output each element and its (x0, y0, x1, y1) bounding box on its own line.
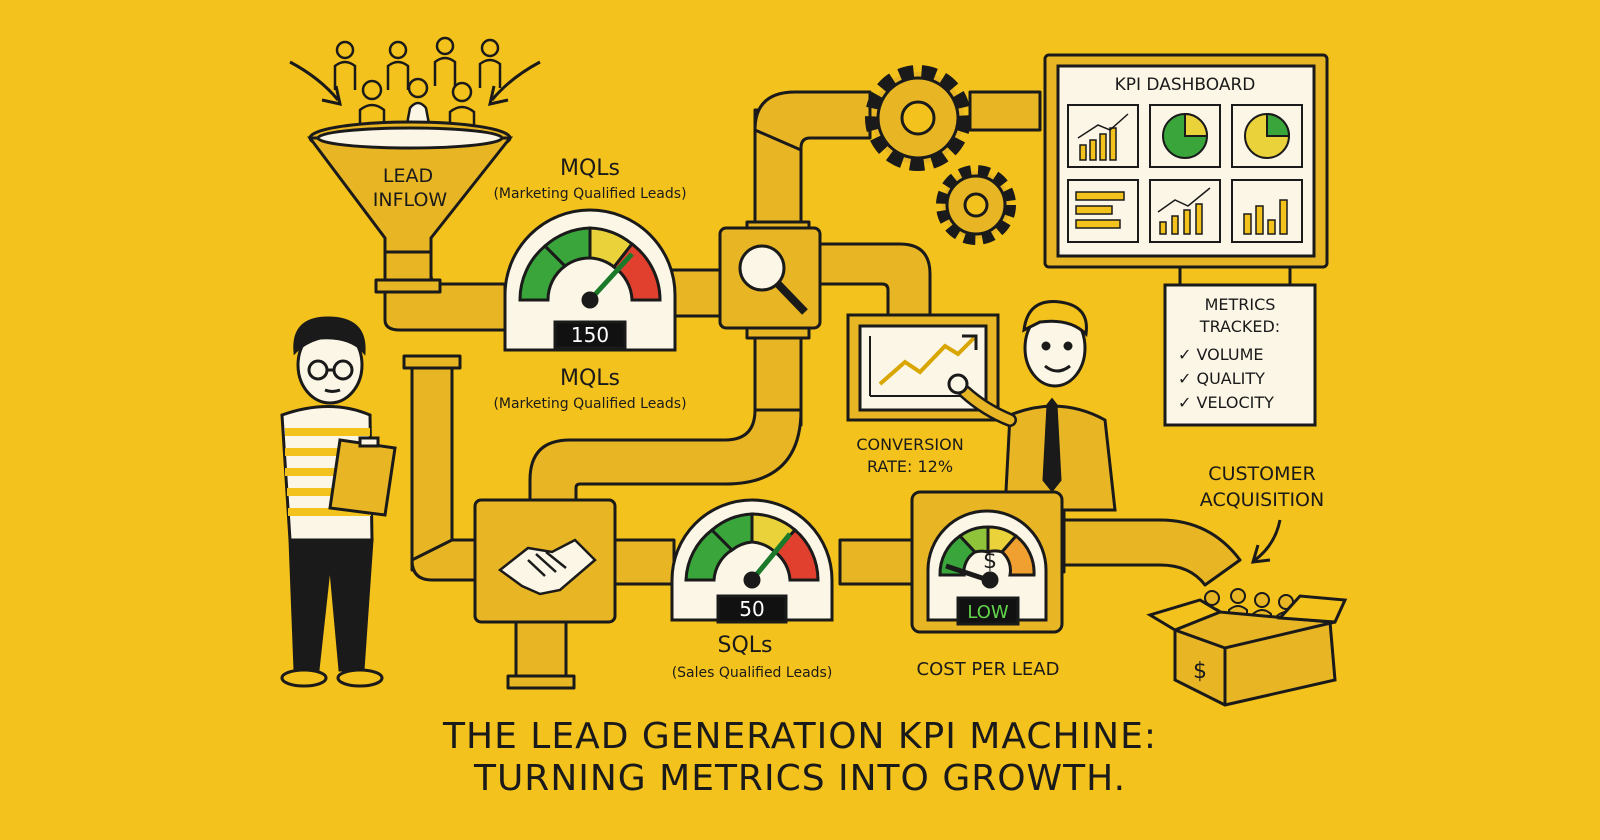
gear-icon (865, 65, 971, 171)
pipe-flange (506, 674, 576, 690)
page-title-line2: TURNING METRICS INTO GROWTH. (473, 758, 1126, 799)
mql-gauge (503, 208, 677, 352)
pipe-segment (410, 358, 454, 572)
mql-value: 150 (571, 323, 609, 347)
acquisition-line2: ACQUISITION (1200, 489, 1324, 511)
pipe-elbow (528, 408, 803, 512)
analyst-figure (280, 316, 397, 688)
pipe-segment (514, 618, 568, 682)
funnel-label-line2: INFLOW (373, 189, 448, 211)
pipe-segment (968, 90, 1042, 132)
conversion-line2: RATE: 12% (867, 457, 953, 476)
gear-icon (936, 165, 1016, 245)
gauge-needle (945, 563, 989, 583)
pipe-flange (374, 278, 442, 294)
cost-label: COST PER LEAD (917, 659, 1060, 680)
sql-label: SQLs (718, 633, 773, 658)
gauge-needle (588, 252, 634, 302)
mql-bottom-label: MQLs (560, 366, 620, 391)
trend-chart-icon (1157, 187, 1211, 235)
pipe-segment (838, 538, 914, 586)
pipe-outlet (1058, 518, 1242, 587)
metrics-item-velocity: ✓ VELOCITY (1178, 393, 1274, 412)
sql-sublabel: (Sales Qualified Leads) (672, 665, 833, 681)
conversion-chart-panel (846, 313, 1000, 422)
cost-symbol: $ (983, 549, 997, 574)
conversion-line1: CONVERSION (856, 435, 963, 454)
pie-chart-icon (1244, 112, 1291, 159)
metrics-title-line1: METRICS (1205, 295, 1276, 314)
person-icon (333, 40, 357, 90)
mql-top-sublabel: (Marketing Qualified Leads) (493, 186, 686, 202)
person-icon (358, 79, 386, 140)
inflow-arrows (289, 60, 541, 106)
arrow-left-icon (490, 60, 541, 101)
arrow-down-icon (1254, 519, 1282, 562)
metrics-card (1163, 283, 1317, 427)
funnel-label-line1: LEAD (383, 165, 433, 187)
bar-chart-icon (1243, 199, 1288, 235)
box-dollar-symbol: $ (1193, 659, 1207, 684)
magnifier-icon (738, 244, 808, 315)
person-icon (433, 36, 457, 86)
metrics-item-quality: ✓ QUALITY (1178, 369, 1265, 388)
dashboard-title: KPI DASHBOARD (1115, 75, 1256, 95)
arrow-right-icon (289, 60, 340, 101)
presenter-figure (947, 300, 1117, 512)
acquisition-line1: CUSTOMER (1208, 463, 1315, 485)
metrics-item-volume: ✓ VOLUME (1178, 345, 1264, 364)
handshake-icon (497, 538, 597, 596)
funnel-icon (307, 120, 514, 254)
person-icon (478, 38, 502, 88)
pipe-segment (612, 538, 676, 586)
kpi-dashboard (1043, 53, 1329, 288)
list-bars-icon (1075, 191, 1125, 229)
bar-chart-icon (1077, 113, 1129, 161)
person-icon (448, 81, 476, 140)
page-title-line1: THE LEAD GENERATION KPI MACHINE: (442, 716, 1157, 757)
person-icon (386, 40, 410, 90)
inspection-box (718, 226, 822, 330)
sql-value: 50 (739, 597, 764, 621)
mql-bottom-sublabel: (Marketing Qualified Leads) (493, 396, 686, 412)
pipe-flange (402, 354, 462, 370)
pipe-network (374, 90, 1242, 690)
cost-gauge (910, 490, 1064, 634)
metrics-title-line2: TRACKED: (1199, 317, 1280, 336)
handshake-box (473, 498, 617, 624)
cost-value: LOW (967, 602, 1009, 623)
pie-chart-icon (1162, 112, 1209, 159)
sql-gauge (670, 498, 834, 624)
box-icon (1146, 594, 1348, 707)
gauge-needle (750, 532, 792, 582)
mql-top-label: MQLs (560, 156, 620, 181)
pipe-elbow (753, 90, 872, 152)
clipboard-icon (328, 436, 397, 517)
